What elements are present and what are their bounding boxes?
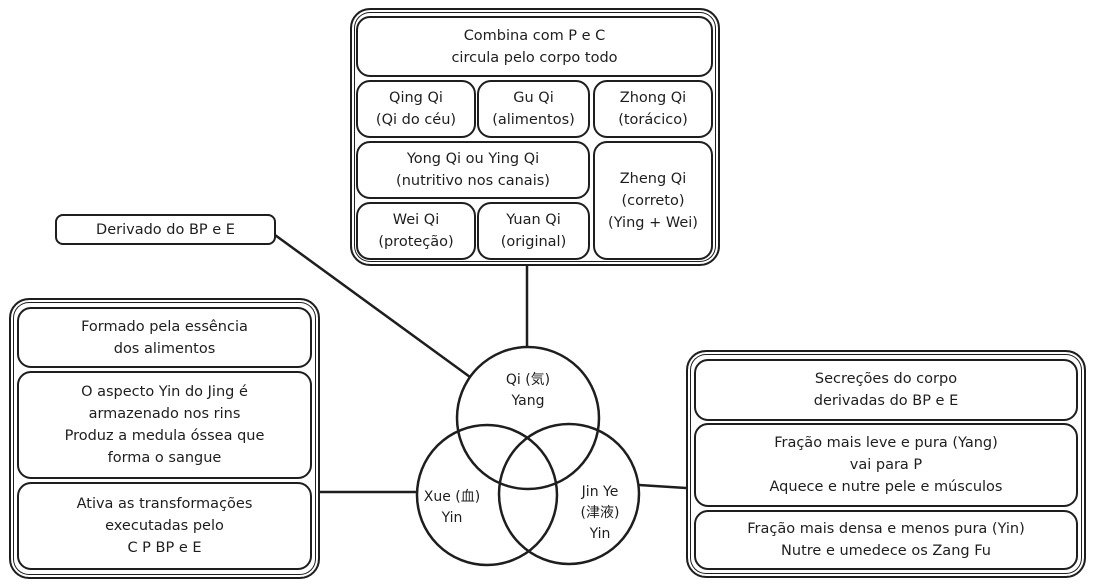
circle-jinye <box>497 422 641 566</box>
yong-qi-box: Yong Qi ou Ying Qi (nutritivo nos canais… <box>356 141 590 199</box>
zheng-qi-box: Zheng Qi (correto) (Ying + Wei) <box>593 141 713 260</box>
right-box-b: Fração mais leve e pura (Yang) vai para … <box>694 423 1078 507</box>
zhong-qi-box: Zhong Qi (torácico) <box>593 80 713 138</box>
right-box-c: Fração mais densa e menos pura (Yin) Nut… <box>694 510 1078 570</box>
left-group <box>9 298 320 579</box>
gu-qi-box: Gu Qi (alimentos) <box>477 80 590 138</box>
top-group <box>350 8 720 266</box>
left-box-c: Ativa as transformações executadas pelo … <box>17 482 312 570</box>
derivado-box: Derivado do BP e E <box>55 214 276 245</box>
wei-qi-box: Wei Qi (proteção) <box>356 202 476 260</box>
connector-derivado <box>274 233 471 379</box>
right-box-a: Secreções do corpo derivadas do BP e E <box>694 359 1078 421</box>
yuan-qi-box: Yuan Qi (original) <box>477 202 590 260</box>
top-header: Combina com P e C circula pelo corpo tod… <box>356 16 713 77</box>
circle-qi <box>455 345 601 491</box>
qi-label: Qi (気) Yang <box>505 372 551 409</box>
jinye-label: Jin Ye (津液) Yin <box>580 484 620 542</box>
connector-right <box>638 483 687 490</box>
left-box-b: O aspecto Yin do Jing é armazenado nos r… <box>17 371 312 479</box>
right-group <box>686 350 1086 578</box>
xue-label: Xue (血) Yin <box>423 489 481 526</box>
qing-qi-box: Qing Qi (Qi do céu) <box>356 80 476 138</box>
circle-xue <box>415 423 559 567</box>
left-box-a: Formado pela essência dos alimentos <box>17 307 312 368</box>
